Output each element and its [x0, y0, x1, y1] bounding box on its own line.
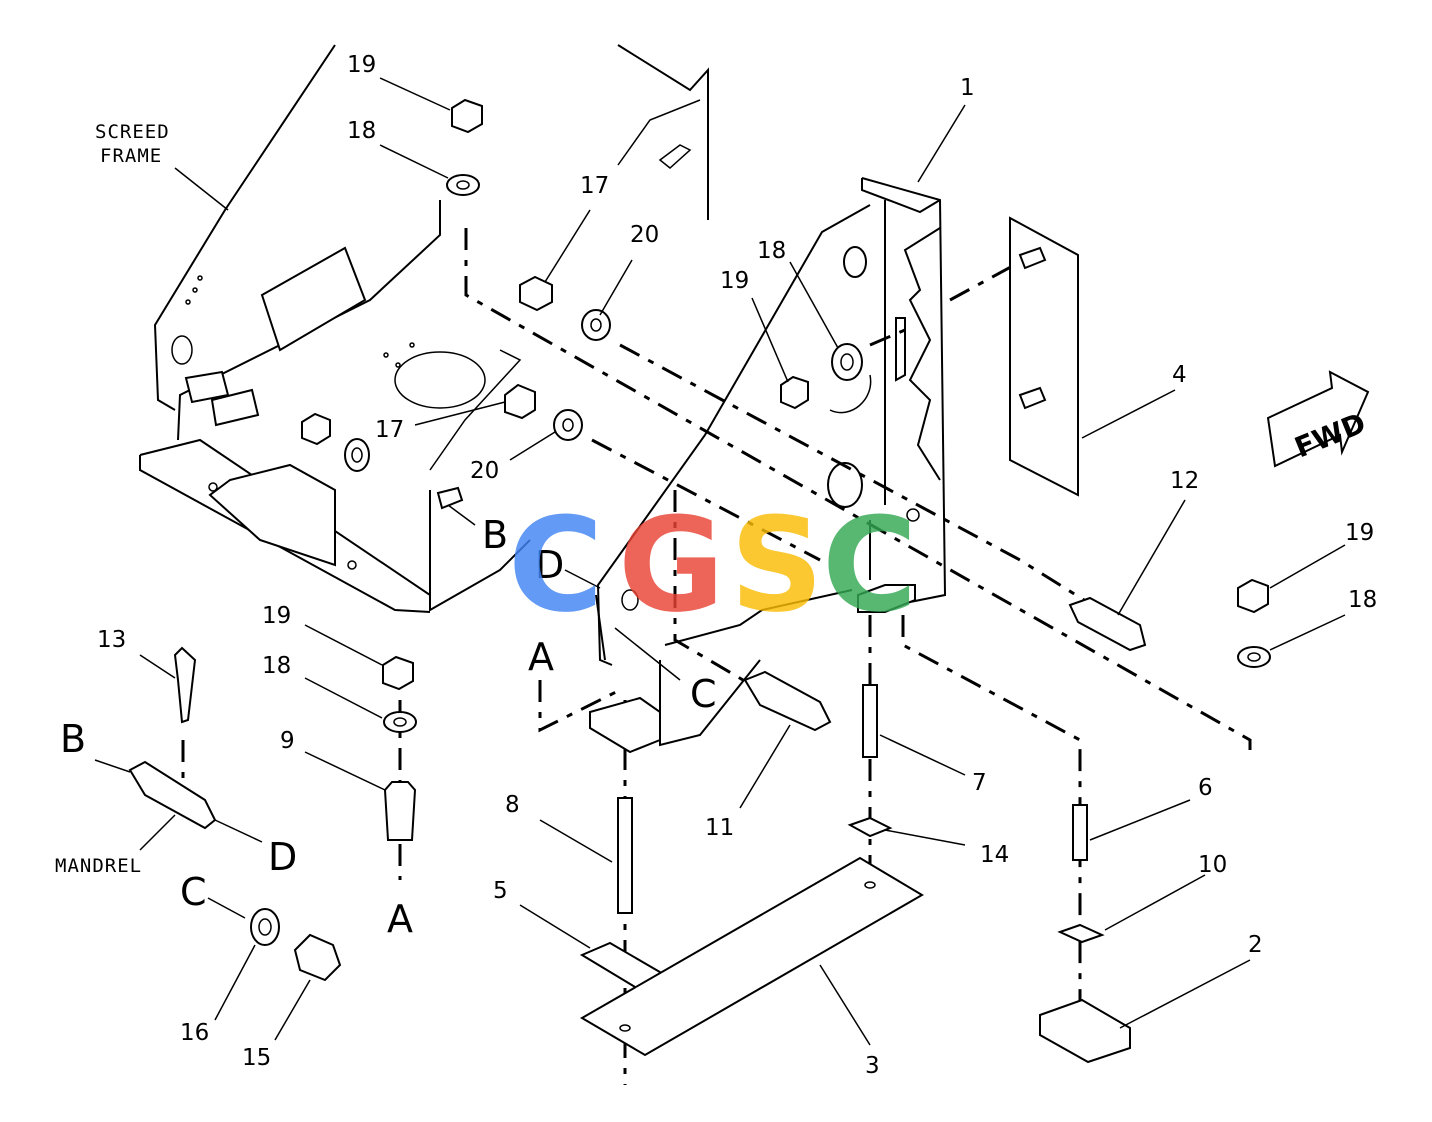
part-number-17-top: 17: [580, 173, 609, 199]
part-number-15: 15: [242, 1045, 271, 1071]
part-number-19-top: 19: [347, 52, 376, 78]
pin-part-11: [743, 670, 832, 732]
part-number-17-frame: 17: [375, 417, 404, 443]
nut-19-left: [382, 655, 414, 691]
cgsc-watermark: C G S C: [508, 489, 917, 641]
part-number-10: 10: [1198, 852, 1227, 878]
bushing-part-15: [293, 933, 342, 982]
ref-letter-c-plate: C: [690, 672, 717, 716]
ref-letter-b-mandrel: B: [60, 717, 86, 761]
stud-part-8: [617, 797, 633, 914]
part-number-13: 13: [97, 627, 126, 653]
nut-19-right: [1237, 578, 1269, 614]
ref-letter-d-plate: D: [535, 543, 564, 587]
hardware-parts: [128, 98, 1271, 1064]
part-number-12: 12: [1170, 468, 1199, 494]
leader-lines: [94, 77, 1346, 1046]
pin-part-12: [1068, 596, 1147, 652]
strip-part-3: [580, 856, 924, 1057]
part-number-16: 16: [180, 1020, 209, 1046]
ref-letter-a-bottom: A: [387, 897, 413, 941]
bracket-plate-part-1: [595, 177, 947, 747]
shim-part-10: [1057, 923, 1105, 944]
part-number-18-top: 18: [347, 118, 376, 144]
part-number-20-frame: 20: [470, 458, 499, 484]
part-number-2: 2: [1248, 932, 1263, 958]
part-number-19-left: 19: [262, 603, 291, 629]
watermark-letter-g: G: [618, 489, 725, 641]
part-number-4: 4: [1172, 362, 1187, 388]
ref-letter-a-top: A: [528, 635, 554, 679]
plate-part-4: [1009, 216, 1079, 497]
part-number-9: 9: [280, 728, 295, 754]
stud-part-7: [862, 684, 878, 758]
screed-frame-drawing: [139, 44, 709, 613]
bolt-part-9: [383, 781, 417, 841]
watermark-letter-c1: C: [508, 489, 603, 641]
part-number-18-plate: 18: [757, 238, 786, 264]
block-part-2: [1039, 998, 1131, 1064]
mandrel-label: MANDREL: [55, 855, 142, 877]
part-number-11: 11: [705, 815, 734, 841]
part-number-6: 6: [1198, 775, 1213, 801]
part-number-1: 1: [960, 75, 975, 101]
ref-letter-c-washer: C: [180, 870, 207, 914]
shim-part-14: [847, 816, 893, 838]
screed-frame-label-line2: FRAME: [100, 145, 162, 167]
watermark-letter-s: S: [730, 489, 824, 641]
stud-part-6: [1072, 804, 1088, 861]
part-number-18-right: 18: [1348, 587, 1377, 613]
part-number-5: 5: [493, 878, 508, 904]
ref-letter-b-frame: B: [482, 513, 508, 557]
nut-19-plate: [780, 375, 809, 410]
part-number-20-top: 20: [630, 222, 659, 248]
nut-19-top: [451, 98, 483, 134]
part-number-14: 14: [980, 842, 1009, 868]
part-number-7: 7: [972, 770, 987, 796]
part-number-19-right: 19: [1345, 520, 1374, 546]
ref-letter-d-mandrel: D: [268, 835, 297, 879]
clip-part-13: [173, 646, 197, 724]
part-number-8: 8: [505, 792, 520, 818]
part-number-3: 3: [865, 1053, 880, 1079]
watermark-letter-c2: C: [822, 489, 917, 641]
screed-frame-label-line1: SCREED: [95, 121, 170, 143]
part-number-19-plate: 19: [720, 268, 749, 294]
part-number-18-left: 18: [262, 653, 291, 679]
forward-direction-arrow: FWD: [1266, 370, 1370, 468]
